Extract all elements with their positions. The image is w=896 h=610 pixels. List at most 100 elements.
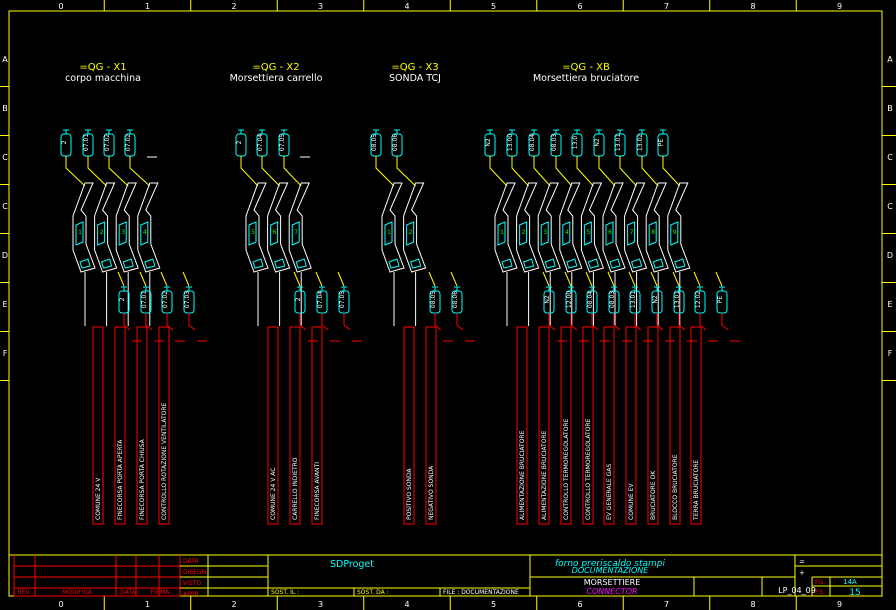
- top-feed-wire: [129, 156, 151, 187]
- wire-marker-label: 13.0: [572, 136, 579, 150]
- top-feed-wire: [489, 156, 508, 187]
- function-block: CONTROLLO TERMOREGOLATORE: [560, 326, 572, 525]
- function-box: [425, 326, 437, 525]
- bottom-wire-lead: [182, 271, 190, 287]
- terminal-slot: [118, 221, 127, 246]
- terminal-screw: [522, 258, 535, 269]
- bottom-wire-lead: [715, 271, 723, 287]
- terminal-body: [381, 182, 405, 273]
- row-label-right: A: [887, 55, 893, 64]
- role-label: APPR.: [183, 591, 200, 598]
- column-label-bottom: 5: [491, 600, 496, 609]
- function-box: [289, 326, 301, 525]
- row-label-right: C: [887, 202, 893, 211]
- terminal-screw: [544, 258, 556, 269]
- top-feed-wire: [641, 156, 659, 187]
- column-label-bottom: 6: [577, 600, 582, 609]
- row-label-right: B: [887, 104, 893, 113]
- terminal-screw: [100, 258, 113, 269]
- terminal-body: [494, 182, 518, 273]
- terminal-body: [624, 182, 648, 273]
- function-label: EV GENERALE GAS: [606, 464, 613, 520]
- bottom-wire-lead: [117, 271, 125, 287]
- function-label: COMUNE 24 V AC: [270, 468, 277, 520]
- terminal-slot: [583, 221, 592, 246]
- wire-marker-label: N2: [544, 295, 551, 303]
- company-name: SDProget: [330, 559, 374, 570]
- wire-marker-label: PE: [717, 296, 724, 304]
- function-block: ALIMENTAZIONE BRUCIATORE: [516, 326, 528, 525]
- group-subtitle: Morsettiera carrello: [230, 73, 323, 84]
- bottom-wire-lead: [542, 271, 550, 287]
- top-feed-wire: [662, 156, 681, 187]
- terminal-block: 1: [494, 182, 518, 326]
- wire-marker-label: 08.06: [452, 291, 459, 308]
- terminal-number: 5: [251, 229, 255, 236]
- bottom-wire-lead: [672, 271, 680, 287]
- function-box: [403, 326, 415, 525]
- bottom-link-wire: [613, 313, 632, 342]
- column-label-top: 6: [577, 2, 582, 11]
- bottom-link-wire: [548, 313, 567, 342]
- terminal-screw: [295, 258, 307, 269]
- wire-marker-label: 07.01: [83, 134, 90, 151]
- column-label-bottom: 3: [318, 600, 323, 609]
- function-label: CONTROLLO TERMOREGOLATORE: [585, 418, 592, 520]
- bottom-wire-lead: [450, 271, 458, 287]
- bottom-wire-lead: [693, 271, 701, 287]
- terminal-block: 5: [245, 182, 269, 326]
- top-feed-wire: [108, 156, 129, 187]
- bottom-wire-lead: [650, 271, 658, 287]
- function-box: [690, 326, 702, 525]
- function-label: CONTROLLO TERMOREGOLATORE: [563, 418, 570, 520]
- outer-border: [8, 10, 883, 597]
- terminal-body: [537, 182, 561, 273]
- function-box: [538, 326, 550, 525]
- terminal-block: 6: [602, 182, 626, 326]
- top-feed-wire: [283, 156, 302, 187]
- column-label-top: 7: [664, 2, 669, 11]
- group-subtitle: corpo macchina: [65, 73, 141, 84]
- terminal-block: 6: [267, 182, 291, 326]
- revision-header: REV.: [17, 589, 30, 596]
- terminal-slot: [248, 221, 257, 246]
- bottom-link-wire: [570, 313, 589, 342]
- top-feed-wire: [533, 156, 551, 187]
- terminal-block: 2: [516, 182, 540, 326]
- column-label-top: 1: [145, 2, 150, 11]
- row-label-left: F: [3, 349, 8, 358]
- row-label-left: C: [2, 202, 8, 211]
- terminal-number: 5: [586, 229, 590, 236]
- revision-header: FIRMA: [151, 589, 171, 596]
- wire-marker-label: 08.04: [529, 134, 536, 151]
- top-feed-wire: [87, 156, 107, 187]
- bottom-wire-lead: [337, 271, 345, 287]
- terminal-screw: [79, 258, 91, 269]
- terminal-body: [667, 182, 691, 273]
- group-code: =QG - X3: [391, 62, 438, 73]
- wire-marker-label: 07.04: [317, 291, 324, 308]
- column-label-top: 5: [491, 2, 496, 11]
- terminal-screw: [566, 258, 578, 269]
- page-title: MORSETTIERE: [584, 578, 641, 587]
- group-code: =QG - X1: [79, 62, 126, 73]
- terminal-block: 4: [137, 182, 161, 326]
- top-feed-wire: [261, 156, 280, 187]
- function-box: [647, 326, 659, 525]
- file-label: FILE : DOCUMENTAZIONE: [443, 589, 519, 596]
- group-code: =QG - XB: [562, 62, 610, 73]
- column-label-top: 2: [231, 2, 236, 11]
- bottom-link-wire: [343, 313, 362, 342]
- wire-marker-label: 13.00: [507, 134, 514, 151]
- bottom-wire-lead: [160, 271, 168, 287]
- top-feed-wire: [511, 156, 529, 187]
- sost-da-label: SOST. DA :: [357, 589, 389, 596]
- row-label-right: E: [887, 300, 892, 309]
- terminal-number: 2: [409, 229, 413, 236]
- bottom-link-wire: [166, 313, 185, 342]
- function-label: CONTROLLO ROTAZIONE VENTILATORE: [161, 402, 168, 520]
- terminal-slot: [75, 221, 84, 246]
